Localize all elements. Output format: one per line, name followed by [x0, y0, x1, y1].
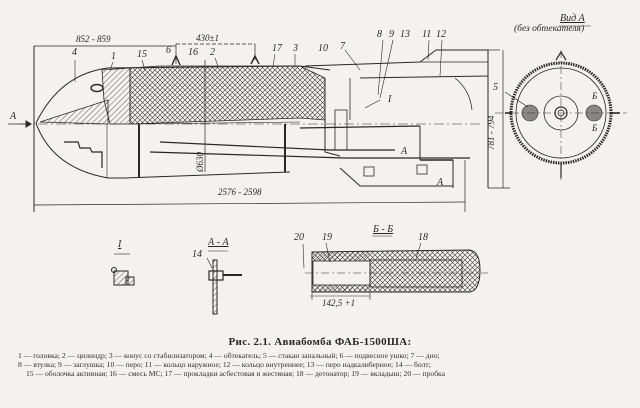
- dim-nose-to-lug: 852 - 859: [76, 34, 111, 44]
- section-mark-a-upper: A: [401, 146, 408, 157]
- dim-lug-spacing: 430±1: [196, 33, 219, 43]
- callout-3: 3: [293, 43, 298, 54]
- figure-legend: 1 — головка; 2 — цилиндр; 3 — конус со с…: [18, 351, 618, 378]
- section-aa-drawing: [206, 250, 242, 315]
- callout-15: 15: [137, 49, 147, 60]
- callout-12: 12: [436, 29, 446, 40]
- dim-section-bb: 142,5 +1: [322, 298, 356, 308]
- callout-16: 16: [188, 47, 198, 58]
- callout-6: 6: [166, 45, 171, 56]
- legend-row: 15 — оболочка активная; 16 — смесь МС; 1…: [26, 369, 445, 378]
- detail-i-title: I: [118, 239, 122, 250]
- legend-row: 8 — втулка; 9 — заглушка; 10 — перо; 11 …: [18, 360, 431, 369]
- callout-11: 11: [422, 29, 432, 40]
- view-a-drawing: [495, 25, 627, 180]
- section-mark-b-bottom: Б: [592, 123, 598, 133]
- section-mark-b-top: Б: [592, 91, 598, 101]
- section-bb-title: Б - Б: [373, 224, 394, 235]
- callout-1: 1: [111, 51, 116, 62]
- callout-14: 14: [192, 249, 202, 260]
- callout-10: 10: [318, 43, 328, 54]
- callout-4: 4: [72, 47, 77, 58]
- figure-caption: Рис. 2.1. Авиабомба ФАБ-1500ША:: [228, 336, 412, 348]
- callout-8: 8: [377, 29, 382, 40]
- callout-19: 19: [322, 232, 332, 243]
- dim-tail-span: 781 - 794: [486, 115, 496, 151]
- callout-7: 7: [340, 41, 345, 52]
- legend-row: 1 — головка; 2 — цилиндр; 3 — конус со с…: [18, 351, 440, 360]
- view-a-title: Вид А: [560, 13, 585, 24]
- callout-20: 20: [294, 232, 304, 243]
- callout-18: 18: [418, 232, 428, 243]
- callout-13: 13: [400, 29, 410, 40]
- section-bb-drawing: [302, 235, 488, 300]
- view-a-subtitle: (без обтекателя): [514, 24, 585, 34]
- view-arrow-label: A: [10, 111, 17, 122]
- main-bomb-view: [8, 39, 510, 212]
- detail-mark-label: I: [388, 94, 392, 105]
- callout-9: 9: [389, 29, 394, 40]
- callout-2: 2: [210, 47, 215, 58]
- dim-overall-length: 2576 - 2598: [218, 187, 262, 197]
- callout-17: 17: [272, 43, 282, 54]
- section-mark-a-lower: A: [437, 177, 444, 188]
- section-aa-title: А - А: [208, 237, 229, 248]
- callout-5: 5: [493, 82, 498, 93]
- dim-diameter: Ø630: [195, 152, 205, 172]
- detail-i-drawing: [111, 253, 135, 286]
